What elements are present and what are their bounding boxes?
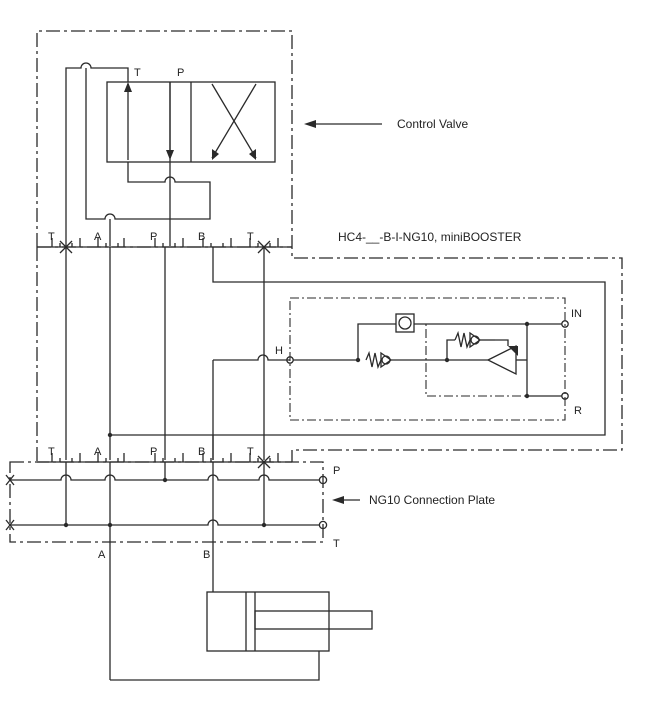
mid-port-T1: T	[48, 446, 55, 458]
arrowhead-cross-1	[212, 149, 219, 160]
mid-port-markers	[51, 453, 279, 462]
plate-junction-T2	[261, 522, 267, 528]
junction-A-mid	[107, 432, 113, 438]
mid-port-T2: T	[247, 446, 254, 458]
top-port-B: B	[198, 231, 205, 243]
cylinder-line-A-return	[110, 651, 320, 681]
port-R-label: R	[574, 405, 582, 417]
connection-plate-label: NG10 Connection Plate	[369, 493, 495, 507]
arrowhead-up	[124, 82, 132, 92]
pipe-H	[213, 354, 290, 361]
top-port-P: P	[150, 231, 157, 243]
junction-R	[524, 393, 530, 399]
check-ball-2	[470, 335, 480, 345]
spring-1	[365, 350, 382, 370]
mid-port-P: P	[150, 446, 157, 458]
plate-junction-A	[107, 522, 113, 528]
port-IN-label: IN	[571, 308, 582, 320]
booster-model-label: HC4-__-B-I-NG10, miniBOOSTER	[338, 230, 522, 244]
booster-side-pipe	[526, 324, 562, 397]
spring-2	[454, 330, 471, 350]
booster-check2-pipe	[495, 339, 509, 346]
mid-port-B: B	[198, 446, 205, 458]
cylinder-rod	[254, 610, 373, 630]
mid-port-A: A	[94, 446, 102, 458]
control-valve-arrowhead	[304, 120, 316, 128]
plate-junction-P	[162, 477, 168, 483]
plate-junction-T1	[63, 522, 69, 528]
pipe-A-loop	[85, 68, 211, 220]
bottom-label-B: B	[203, 549, 210, 561]
control-valve-label: Control Valve	[397, 117, 468, 131]
pilot-valve-circle	[398, 316, 412, 330]
plate-T-line	[10, 519, 319, 526]
plate-plug-T	[5, 519, 15, 531]
booster-inlet-pipe	[293, 323, 396, 361]
plate-arrowhead	[332, 496, 344, 504]
control-valve-enclosure	[36, 30, 623, 462]
valve-label-P: P	[177, 67, 184, 79]
cylinder-body	[206, 591, 330, 652]
valve-label-T: T	[134, 67, 141, 79]
plate-port-P	[318, 475, 328, 485]
arrowhead-cross-2	[249, 149, 256, 160]
plate-label-P: P	[333, 465, 340, 477]
plate-port-T	[318, 520, 328, 530]
top-port-T2: T	[247, 231, 254, 243]
plate-plug-P	[5, 474, 15, 486]
channel-B	[110, 247, 606, 436]
top-port-A: A	[94, 231, 102, 243]
booster-unit-box	[289, 297, 566, 421]
booster-pump-fill	[508, 346, 518, 356]
valve-cross-arrow-2	[211, 83, 257, 159]
check-ball-1	[381, 355, 391, 365]
port-H-label: H	[275, 345, 283, 357]
connection-plate-box	[9, 461, 324, 543]
plate-label-T: T	[333, 538, 340, 550]
booster-check-pipe	[446, 339, 455, 360]
plate-P-line	[10, 474, 319, 481]
booster-pump-triangle	[486, 344, 517, 376]
pilot-valve-block	[395, 313, 415, 333]
top-port-markers	[51, 238, 279, 247]
top-port-T1: T	[48, 231, 55, 243]
pipe-T-loop	[65, 62, 129, 246]
junction-358	[355, 357, 361, 363]
bottom-label-A: A	[98, 549, 106, 561]
